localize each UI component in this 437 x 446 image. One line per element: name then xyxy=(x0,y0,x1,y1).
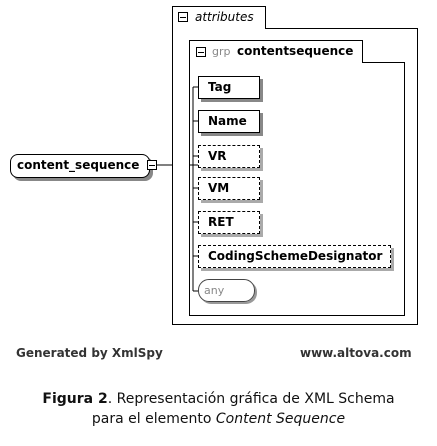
collapse-group-icon[interactable] xyxy=(196,47,206,57)
attributes-label: attributes xyxy=(195,10,254,24)
element-name[interactable]: Name xyxy=(198,110,260,133)
footer-url: www.altova.com xyxy=(300,346,412,360)
caption-text-2: para el elemento xyxy=(91,411,216,427)
attributes-container xyxy=(172,28,418,325)
caption-text-1: . Representación gráfica de XML Schema xyxy=(107,391,395,407)
element-vm[interactable]: VM xyxy=(198,177,260,200)
figure-label: Figura 2 xyxy=(42,391,108,407)
any-wildcard[interactable]: any xyxy=(198,279,255,302)
group-name: contentsequence xyxy=(237,44,354,58)
caption-element-name: Content Sequence xyxy=(215,411,346,427)
element-ret[interactable]: RET xyxy=(198,211,260,234)
footer-generated-by: Generated by XmlSpy xyxy=(16,346,163,360)
caption-line-2: para el elemento Content Sequence xyxy=(0,411,437,427)
caption-line-1: Figura 2. Representación gráfica de XML … xyxy=(0,391,437,407)
group-tab[interactable]: grp contentsequence xyxy=(189,40,363,63)
group-prefix: grp xyxy=(212,45,231,58)
element-codingschemedesignator[interactable]: CodingSchemeDesignator xyxy=(198,245,391,268)
root-element-content-sequence[interactable]: content_sequence xyxy=(10,154,150,178)
element-vr[interactable]: VR xyxy=(198,145,260,168)
element-tag[interactable]: Tag xyxy=(198,76,260,99)
attributes-tab[interactable]: attributes xyxy=(172,6,266,29)
collapse-root-icon[interactable] xyxy=(147,160,157,170)
collapse-attributes-icon[interactable] xyxy=(178,12,188,22)
